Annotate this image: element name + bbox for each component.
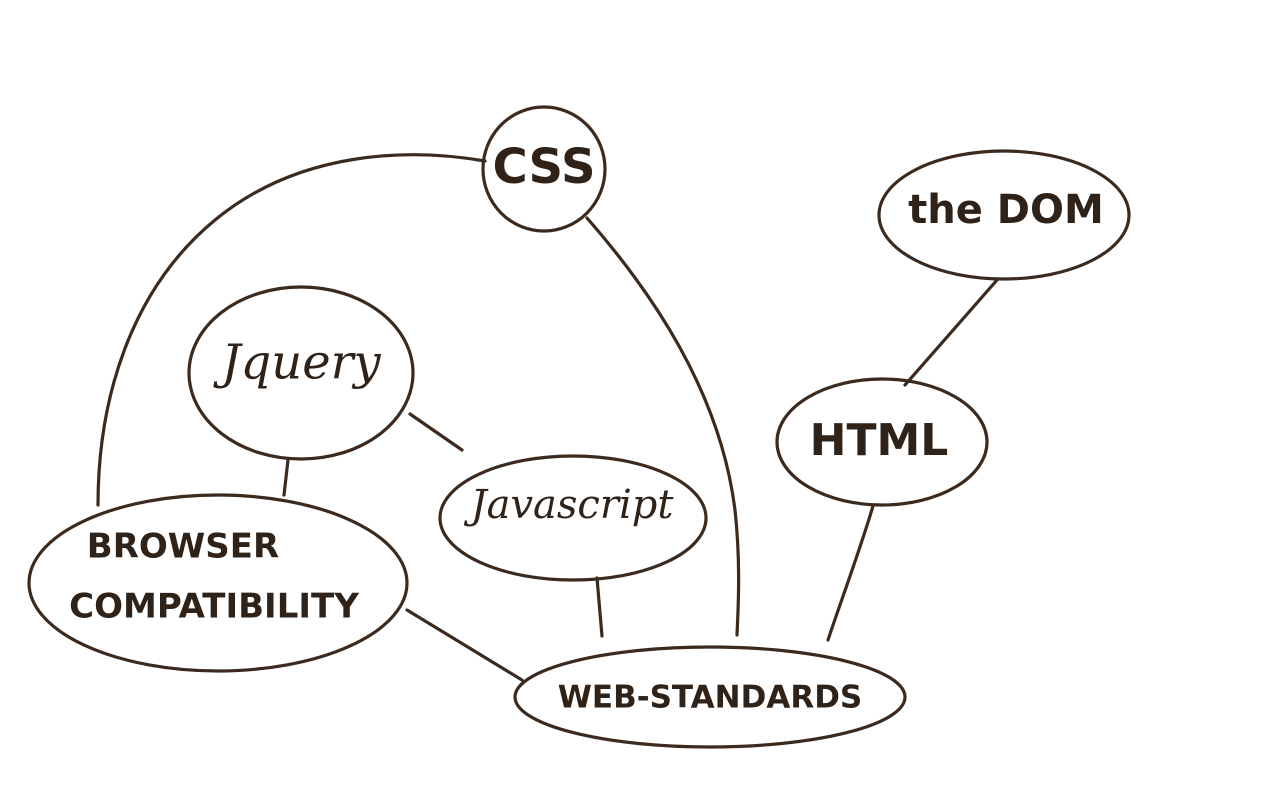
edge-javascript-web-standards bbox=[595, 576, 604, 638]
edge-html-web-standards bbox=[826, 504, 875, 642]
edge-the-dom-html bbox=[903, 278, 999, 387]
node-css-label: CSS bbox=[492, 139, 595, 195]
node-css: CSS bbox=[481, 105, 607, 233]
node-javascript: Javascript bbox=[438, 454, 708, 582]
edge-browser-compatibility-web-standards bbox=[405, 608, 524, 682]
node-html-label: HTML bbox=[810, 415, 949, 466]
node-web-standards-label: WEB-STANDARDS bbox=[558, 680, 863, 716]
node-web-standards: WEB-STANDARDS bbox=[513, 645, 907, 749]
edge-css-browser-compatibility bbox=[96, 153, 487, 507]
node-browser-label: BROWSER bbox=[87, 527, 279, 567]
node-compatibility-label: COMPATIBILITY bbox=[69, 587, 359, 627]
node-the-dom-label: the DOM bbox=[908, 187, 1104, 233]
edge-jquery-javascript bbox=[408, 412, 464, 452]
edge-jquery-browser-compatibility bbox=[282, 458, 290, 497]
node-browser-compatibility: BROWSER COMPATIBILITY bbox=[27, 493, 409, 673]
node-jquery: Jquery bbox=[187, 285, 415, 461]
edge-css-web-standards bbox=[585, 216, 741, 637]
node-jquery-label: Jquery bbox=[212, 335, 381, 391]
node-javascript-label: Javascript bbox=[464, 482, 675, 528]
node-html: HTML bbox=[775, 377, 989, 507]
node-the-dom: the DOM bbox=[877, 149, 1131, 281]
